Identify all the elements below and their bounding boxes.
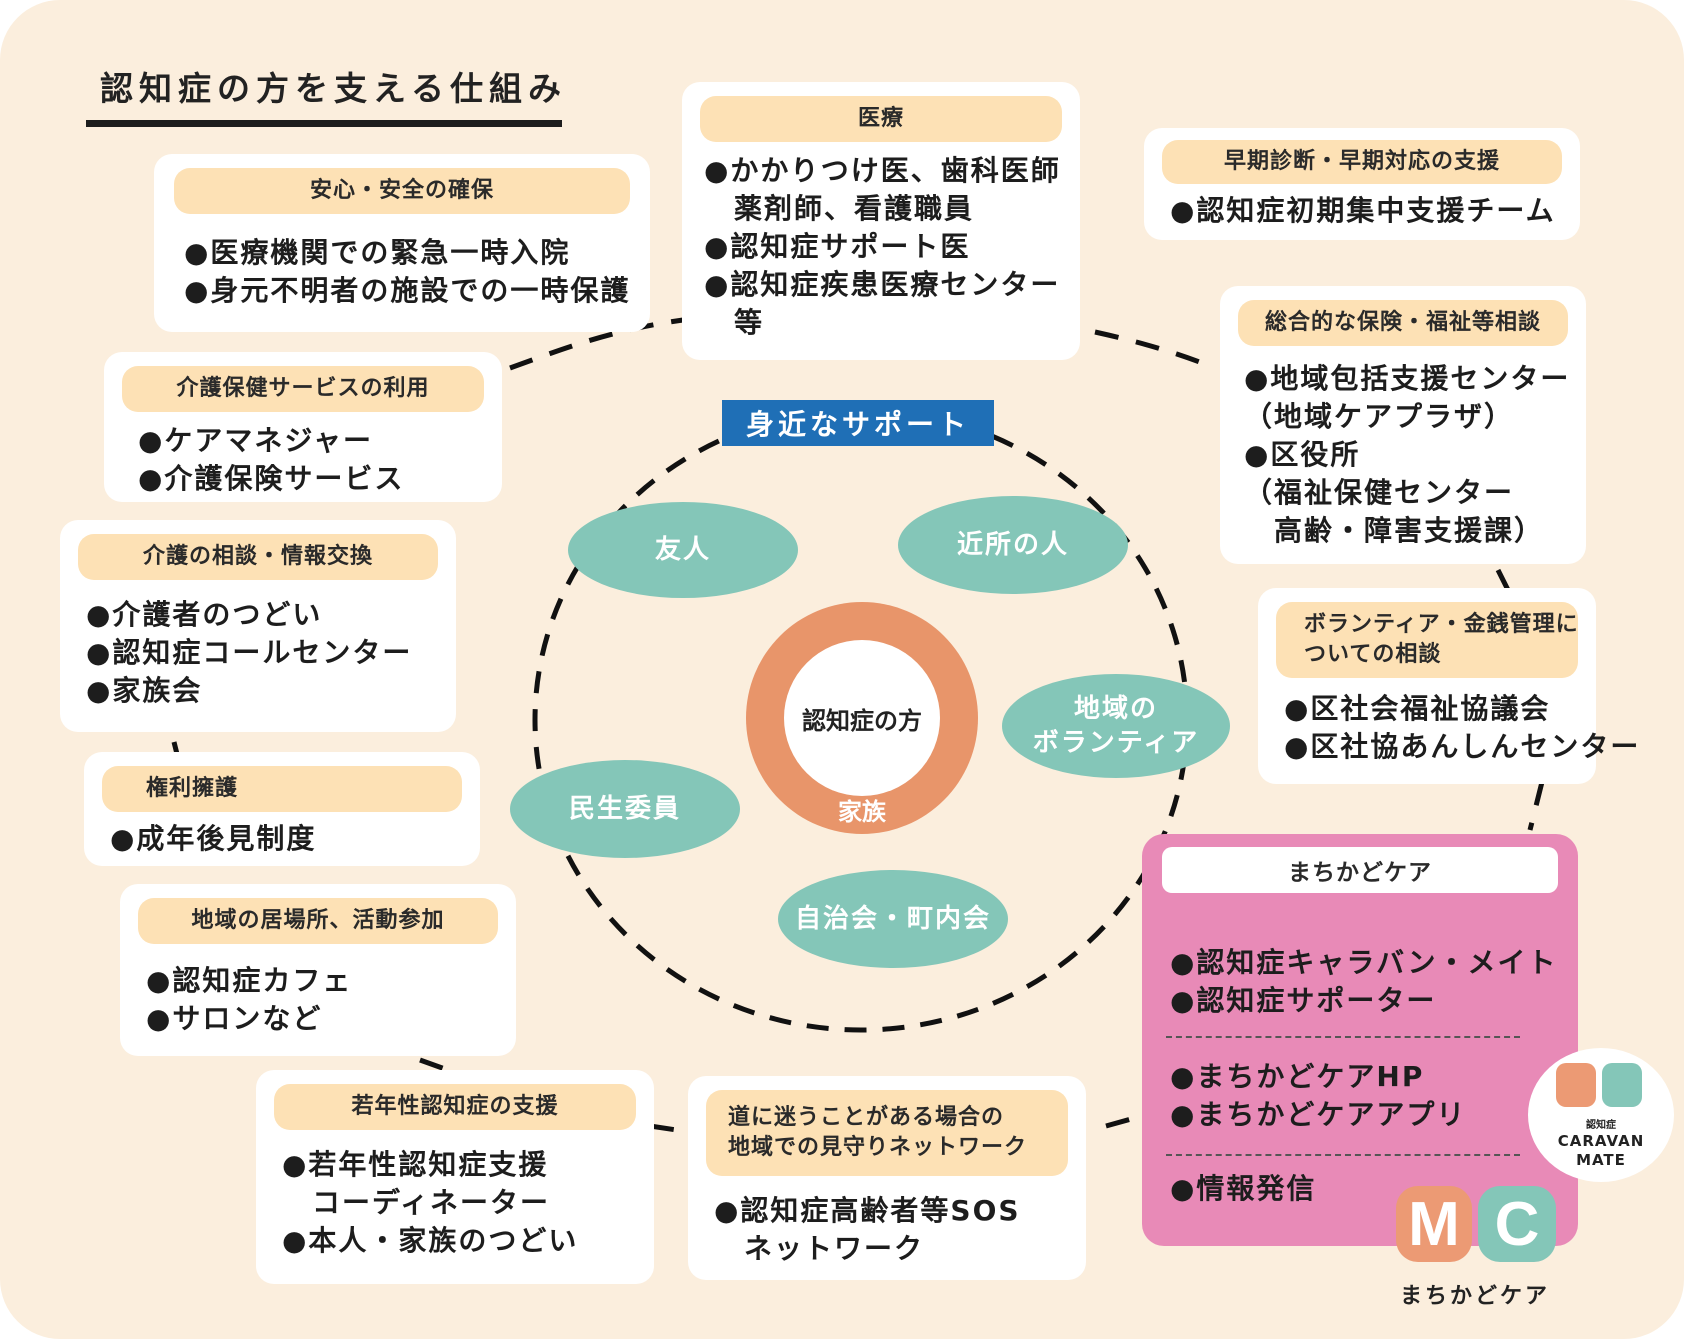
badge-caption: 認知症: [1586, 1120, 1616, 1131]
card-heading: 早期診断・早期対応の支援: [1162, 140, 1562, 184]
caravan-mate-badge: [1528, 1048, 1674, 1182]
card-kaigo-sodan: 介護の相談・情報交換 ●介護者のつどい ●認知症コールセンター ●家族会: [60, 520, 456, 732]
teal-mascot-icon: [1602, 1063, 1642, 1107]
list-item: ●認知症高齢者等SOS: [714, 1194, 1021, 1227]
list-item: ●介護保険サービス: [138, 462, 405, 495]
list-item: ●認知症カフェ: [146, 964, 353, 997]
card-heading: 医療: [700, 96, 1062, 142]
list-item: ●家族会: [86, 674, 203, 707]
list-item: ●まちかどケアHP: [1170, 1060, 1425, 1093]
card-ibasho: 地域の居場所、活動参加 ●認知症カフェ ●サロンなど: [120, 884, 516, 1056]
list-item: ●かかりつけ医、歯科医師: [704, 154, 1061, 187]
oval-kinjo: 近所の人: [898, 496, 1128, 594]
card-heading: 介護保健サービスの利用: [122, 366, 484, 412]
list-item: ●ケアマネジャー: [138, 424, 374, 457]
list-item: （福祉保健センター: [1244, 476, 1515, 509]
list-item: ●認知症疾患医療センター: [704, 268, 1061, 301]
card-iryo: 医療 ●かかりつけ医、歯科医師 薬剤師、看護職員 ●認知症サポート医 ●認知症疾…: [682, 82, 1080, 360]
machikado-list-2: ●まちかどケアHP ●まちかどケアアプリ: [1170, 1058, 1466, 1134]
oval-yujin: 友人: [568, 502, 798, 598]
card-heading: 安心・安全の確保: [174, 168, 630, 214]
list-item: ●本人・家族のつどい: [282, 1224, 579, 1257]
card-list: ●認知症高齢者等SOS ネットワーク: [714, 1192, 1021, 1268]
list-item: ●認知症サポート医: [704, 230, 971, 263]
list-item: ●情報発信: [1170, 1172, 1317, 1205]
card-list: ●医療機関での緊急一時入院 ●身元不明者の施設での一時保護: [184, 234, 630, 310]
card-heading: 権利擁護: [102, 766, 462, 812]
machikado-list-3: ●情報発信: [1170, 1170, 1316, 1208]
card-heading: 地域の居場所、活動参加: [138, 898, 498, 944]
list-item: 等: [704, 306, 765, 339]
list-item: ●若年性認知症支援: [282, 1148, 549, 1181]
card-list: ●地域包括支援センター （地域ケアプラザ） ●区役所 （福祉保健センター 高齢・…: [1244, 360, 1570, 550]
card-list: ●認知症カフェ ●サロンなど: [146, 962, 352, 1038]
card-kenri: 権利擁護 ●成年後見制度: [84, 752, 480, 866]
machikado-logo-label: まちかどケア: [1399, 1284, 1550, 1309]
card-jakunen: 若年性認知症の支援 ●若年性認知症支援 コーディネーター ●本人・家族のつどい: [256, 1070, 654, 1284]
list-item: ●身元不明者の施設での一時保護: [184, 274, 631, 307]
divider: [1166, 1036, 1520, 1038]
list-item: ●区役所: [1244, 438, 1361, 471]
core-support-label: 身近なサポート: [722, 400, 994, 446]
card-list: ●認知症初期集中支援チーム: [1170, 192, 1556, 230]
list-item: ●認知症コールセンター: [86, 636, 413, 669]
machikado-list-1: ●認知症キャラバン・メイト ●認知症サポーター: [1170, 944, 1558, 1020]
list-item: ●地域包括支援センター: [1244, 362, 1571, 395]
title-underline: [86, 120, 562, 127]
card-heading: 介護の相談・情報交換: [78, 534, 438, 580]
oval-jichikai: 自治会・町内会: [778, 870, 1008, 968]
oval-minsei-iin: 民生委員: [510, 760, 740, 858]
list-item: ●認知症初期集中支援チーム: [1170, 194, 1556, 227]
list-item: ●介護者のつどい: [86, 598, 323, 631]
badge-title: CARAVAN MATE: [1557, 1132, 1645, 1169]
machikado-logo-m: M: [1396, 1186, 1472, 1262]
card-list: ●若年性認知症支援 コーディネーター ●本人・家族のつどい: [282, 1146, 578, 1260]
card-heading: 総合的な保険・福祉等相談: [1238, 300, 1568, 346]
list-item: ネットワーク: [714, 1232, 925, 1265]
card-kaigo-hoken: 介護保健サービスの利用 ●ケアマネジャー ●介護保険サービス: [104, 352, 502, 502]
card-heading: ボランティア・金銭管理に ついての相談: [1276, 602, 1578, 678]
card-anshin: 安心・安全の確保 ●医療機関での緊急一時入院 ●身元不明者の施設での一時保護: [154, 154, 650, 332]
list-item: ●区社協あんしんセンター: [1284, 730, 1641, 763]
card-soki: 早期診断・早期対応の支援 ●認知症初期集中支援チーム: [1144, 128, 1580, 240]
oval-chiiki-volunteer: 地域の ボランティア: [1002, 674, 1230, 778]
family-label: 家族: [838, 798, 886, 826]
list-item: ●認知症キャラバン・メイト: [1170, 946, 1558, 979]
machikado-logo-c: C: [1478, 1186, 1556, 1262]
list-item: ●医療機関での緊急一時入院: [184, 236, 571, 269]
orange-mascot-icon: [1556, 1063, 1596, 1107]
list-item: ●サロンなど: [146, 1002, 323, 1035]
page-title: 認知症の方を支える仕組み: [100, 69, 568, 108]
list-item: 薬剤師、看護職員: [704, 192, 975, 225]
card-list: ●かかりつけ医、歯科医師 薬剤師、看護職員 ●認知症サポート医 ●認知症疾患医療…: [704, 152, 1061, 342]
card-heading: 若年性認知症の支援: [274, 1084, 636, 1130]
divider: [1166, 1154, 1520, 1156]
list-item: ●認知症サポーター: [1170, 984, 1437, 1017]
list-item: ●まちかどケアアプリ: [1170, 1098, 1467, 1131]
card-mimamori: 道に迷うことがある場合の 地域での見守りネットワーク ●認知症高齢者等SOS ネ…: [688, 1076, 1086, 1280]
card-list: ●介護者のつどい ●認知症コールセンター ●家族会: [86, 596, 412, 710]
card-volunteer: ボランティア・金銭管理に ついての相談 ●区社会福祉協議会 ●区社協あんしんセン…: [1258, 588, 1638, 784]
card-list: ●ケアマネジャー ●介護保険サービス: [138, 422, 404, 498]
list-item: ●区社会福祉協議会: [1284, 692, 1551, 725]
card-sogo: 総合的な保険・福祉等相談 ●地域包括支援センター （地域ケアプラザ） ●区役所 …: [1220, 286, 1586, 564]
card-heading: 道に迷うことがある場合の 地域での見守りネットワーク: [706, 1090, 1068, 1176]
list-item: コーディネーター: [282, 1186, 551, 1219]
machikado-panel: [1142, 834, 1578, 1246]
card-list: ●区社会福祉協議会 ●区社協あんしんセンター: [1284, 690, 1640, 766]
list-item: （地域ケアプラザ）: [1244, 400, 1515, 433]
list-item: ●成年後見制度: [110, 822, 317, 855]
list-item: 高齢・障害支援課）: [1244, 514, 1545, 547]
card-list: ●成年後見制度: [110, 820, 316, 858]
machikado-heading: まちかどケア: [1162, 847, 1558, 893]
center-person-label: 認知症の方: [784, 640, 940, 796]
